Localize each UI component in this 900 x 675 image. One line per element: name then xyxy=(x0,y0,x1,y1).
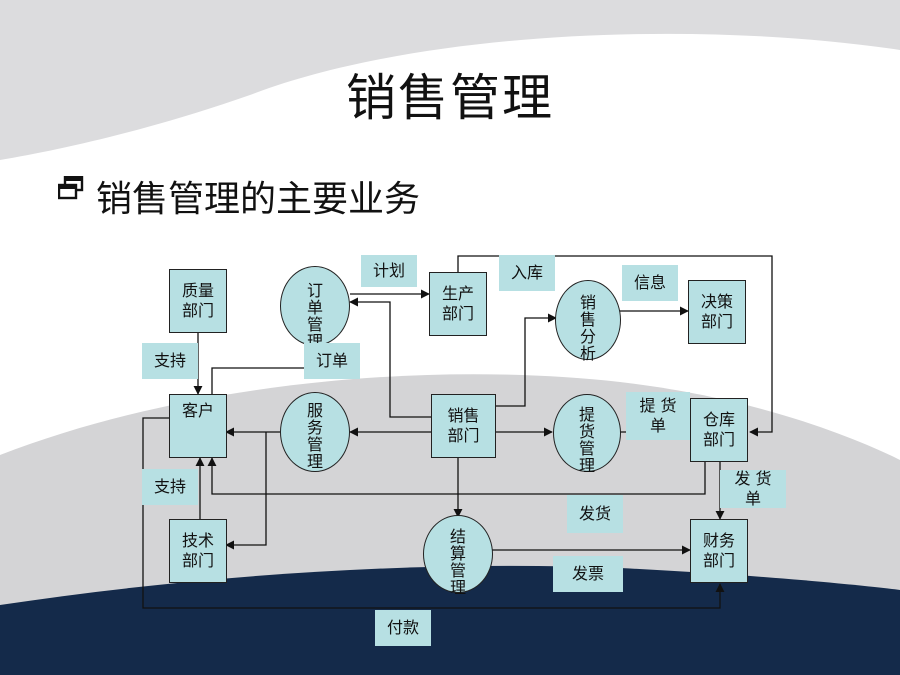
process-settlement-management xyxy=(423,515,493,593)
process-service-label: 服务管理 xyxy=(306,401,323,471)
node-production-dept: 生产 部门 xyxy=(429,272,487,336)
flow-label-info: 信息 xyxy=(622,265,678,301)
process-order-label: 订单管理 xyxy=(306,281,323,351)
flow-label-order-form: 订单 xyxy=(304,343,360,379)
flow-label-pickup-note: 提 货 单 xyxy=(626,392,690,440)
bullet-heading: 销售管理的主要业务 xyxy=(96,179,421,220)
window-bullet-icon xyxy=(58,176,84,200)
page-title: 销售管理 xyxy=(346,69,554,127)
process-pickup-label: 提货管理 xyxy=(578,405,595,475)
process-service-management xyxy=(280,392,350,472)
node-sales-dept: 销售 部门 xyxy=(431,394,496,458)
node-customer: 客户 xyxy=(169,394,227,458)
process-sales-analysis xyxy=(555,280,621,360)
process-pickup-management xyxy=(553,394,621,472)
node-quality-dept: 质量 部门 xyxy=(169,269,227,333)
flow-label-support-top: 支持 xyxy=(142,343,198,379)
flow-label-invoice: 发票 xyxy=(553,556,623,592)
node-warehouse-dept: 仓库 部门 xyxy=(690,398,748,462)
flow-label-support-bottom: 支持 xyxy=(142,469,198,505)
node-decision-dept: 决策 部门 xyxy=(688,280,746,344)
node-tech-dept: 技术 部门 xyxy=(169,519,227,583)
flow-label-plan: 计划 xyxy=(361,255,417,287)
process-settlement-label: 结算管理 xyxy=(449,527,466,597)
flow-label-storage: 入库 xyxy=(499,255,555,291)
process-analysis-label: 销售分析 xyxy=(579,293,596,363)
flow-label-delivery: 发货 xyxy=(567,495,623,533)
flow-label-delivery-note: 发 货 单 xyxy=(720,469,786,508)
node-finance-dept: 财务 部门 xyxy=(690,519,748,583)
flow-label-payment: 付款 xyxy=(375,610,431,646)
